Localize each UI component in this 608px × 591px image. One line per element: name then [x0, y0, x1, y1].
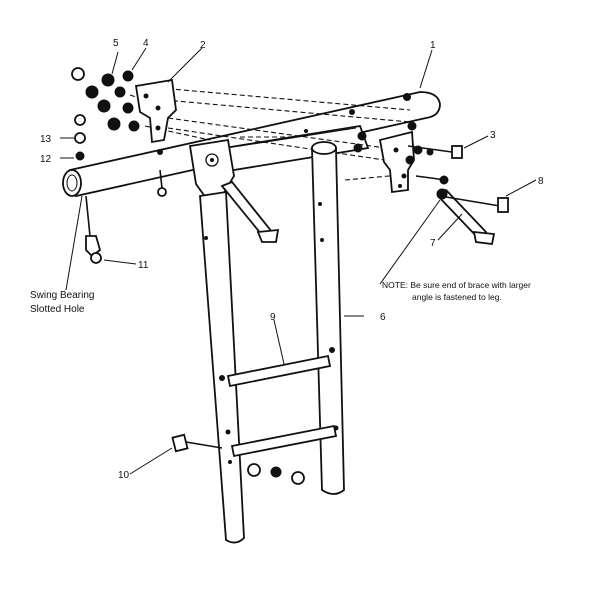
slotted-hole-label: Slotted Hole: [30, 304, 85, 315]
left-leg: [199, 190, 245, 544]
left-brace: [220, 180, 280, 243]
note-line-1: NOTE: Be sure end of brace with larger: [382, 280, 531, 290]
swing-bearing-label: Swing Bearing: [30, 290, 94, 301]
bolt-leg-lower: [171, 433, 223, 453]
bolt-lower-right: [439, 195, 509, 213]
callout-numbers: 1 2 3 4 5 6 7 8 9 10 11 12 13: [40, 38, 544, 481]
leader-lines: [60, 47, 537, 475]
bolt-bracket-right: [415, 175, 449, 185]
nuts-washers-top-left: [71, 67, 140, 132]
text-labels: Swing Bearing Slotted Hole NOTE: Be sure…: [30, 280, 531, 315]
callout-1: 1: [430, 40, 436, 51]
nuts-washers-left: [74, 114, 86, 161]
callout-4: 4: [143, 38, 149, 49]
callout-8: 8: [538, 176, 544, 187]
callout-3: 3: [490, 130, 496, 141]
nuts-beam-mid: [353, 121, 417, 165]
bolt-upper-right: [407, 145, 463, 159]
callout-6: 6: [380, 312, 386, 323]
callout-10: 10: [118, 470, 130, 481]
callout-7: 7: [430, 238, 436, 249]
right-brace: [436, 188, 496, 245]
callout-2: 2: [200, 40, 206, 51]
beam-hanger: [157, 169, 167, 197]
ladder-rungs: [226, 354, 338, 458]
note-line-2: angle is fastened to leg.: [412, 292, 502, 302]
callout-12: 12: [40, 154, 52, 165]
right-bracket: [378, 130, 415, 194]
nuts-leg-lower: [247, 463, 305, 485]
callout-5: 5: [113, 38, 119, 49]
callout-9: 9: [270, 312, 276, 323]
callout-11: 11: [138, 260, 149, 271]
swing-hanger: [85, 195, 102, 264]
left-bracket: [134, 78, 177, 144]
callout-13: 13: [40, 134, 52, 145]
right-leg: [311, 141, 345, 495]
